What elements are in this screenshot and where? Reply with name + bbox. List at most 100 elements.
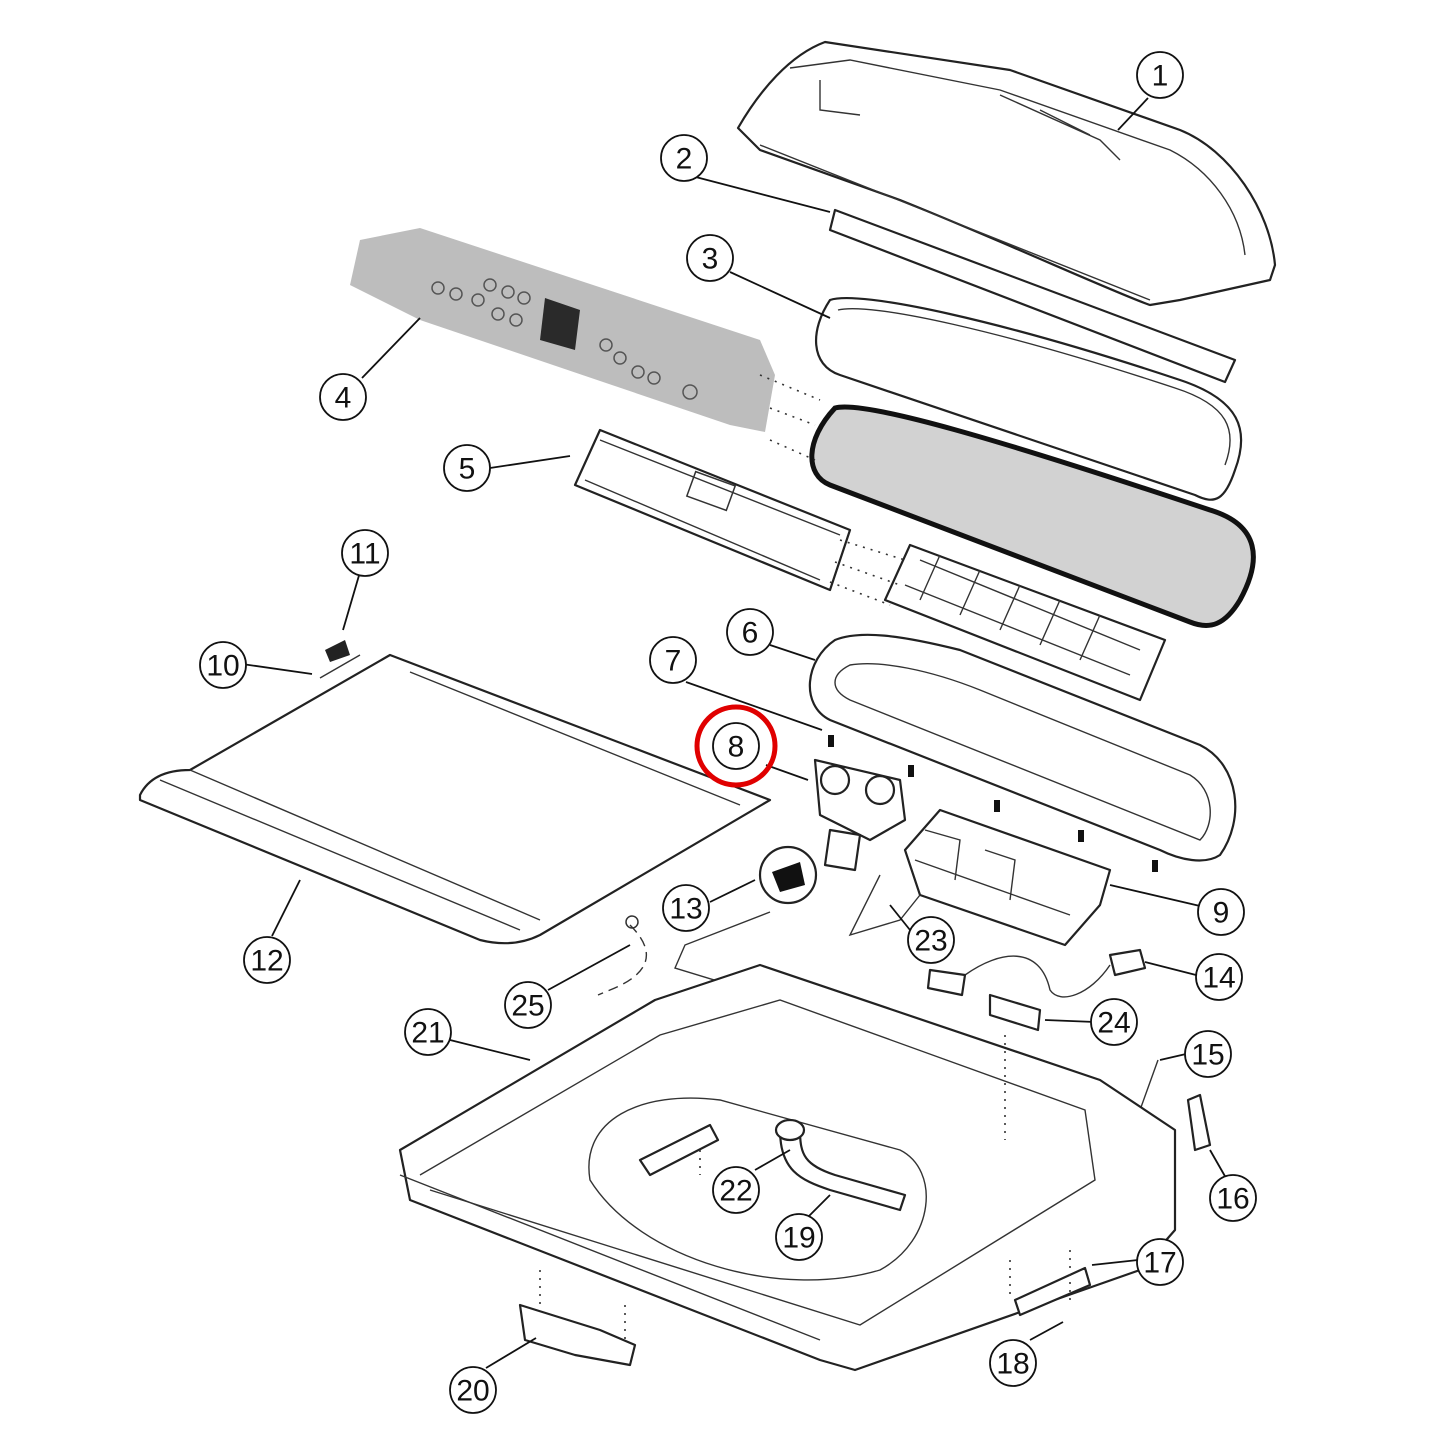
callout-circle bbox=[1136, 51, 1184, 99]
callout-number: 22 bbox=[719, 1175, 752, 1208]
callout-number: 24 bbox=[1097, 1007, 1130, 1040]
callout-circle bbox=[1209, 1174, 1257, 1222]
callout-number: 19 bbox=[782, 1222, 815, 1255]
part-hinge bbox=[319, 640, 361, 679]
callout-4: 4 bbox=[319, 373, 367, 421]
callout-circle bbox=[660, 134, 708, 182]
callout-9: 9 bbox=[1197, 888, 1245, 936]
callout-circle bbox=[341, 529, 389, 577]
callout-number: 7 bbox=[665, 645, 682, 678]
callout-10: 10 bbox=[199, 641, 247, 689]
callout-11: 11 bbox=[341, 529, 389, 577]
callout-number: 11 bbox=[349, 538, 380, 571]
callout-number: 3 bbox=[702, 243, 719, 276]
callout-circle bbox=[243, 936, 291, 984]
callout-18: 18 bbox=[989, 1339, 1037, 1387]
part-power-cord bbox=[926, 948, 1147, 998]
callout-8: 8 bbox=[712, 722, 760, 770]
alignment-lines bbox=[539, 374, 1071, 1345]
callout-5: 5 bbox=[443, 444, 491, 492]
callout-number: 23 bbox=[914, 925, 947, 958]
callout-number: 15 bbox=[1191, 1039, 1224, 1072]
highlight-ring bbox=[694, 704, 778, 788]
callout-circle bbox=[1195, 953, 1243, 1001]
callout-number: 17 bbox=[1143, 1247, 1176, 1280]
callout-circle bbox=[775, 1213, 823, 1261]
callout-14: 14 bbox=[1195, 953, 1243, 1001]
callout-15: 15 bbox=[1184, 1030, 1232, 1078]
callout-number: 25 bbox=[511, 990, 544, 1023]
leader-lines bbox=[241, 97, 1227, 1369]
callout-24: 24 bbox=[1090, 998, 1138, 1046]
callout-circle bbox=[907, 916, 955, 964]
part-screws bbox=[828, 735, 1158, 872]
callout-circle bbox=[1184, 1030, 1232, 1078]
callout-6: 6 bbox=[726, 608, 774, 656]
part-lid-lock bbox=[518, 1303, 637, 1367]
callout-circle bbox=[443, 444, 491, 492]
part-window-frame bbox=[814, 297, 1243, 501]
callout-number: 9 bbox=[1213, 897, 1230, 930]
callout-25: 25 bbox=[504, 981, 552, 1029]
callout-circle bbox=[712, 722, 760, 770]
callout-number: 21 bbox=[411, 1017, 444, 1050]
part-console-housing bbox=[736, 40, 1277, 307]
callout-number: 4 bbox=[335, 382, 352, 415]
part-wire-clip bbox=[758, 845, 818, 905]
callout-7: 7 bbox=[649, 636, 697, 684]
callout-number: 6 bbox=[742, 617, 759, 650]
callout-12: 12 bbox=[243, 936, 291, 984]
callout-22: 22 bbox=[712, 1166, 760, 1214]
callout-circle bbox=[199, 641, 247, 689]
callout-19: 19 bbox=[775, 1213, 823, 1261]
part-top-cover bbox=[398, 963, 1177, 1372]
callout-circle bbox=[1090, 998, 1138, 1046]
callout-circle bbox=[319, 373, 367, 421]
callout-number: 2 bbox=[676, 143, 693, 176]
part-glass-panel bbox=[809, 404, 1256, 628]
callouts: 1234567891011121314151617181920212223242… bbox=[199, 51, 1257, 1414]
callout-circle bbox=[1197, 888, 1245, 936]
part-hinge-bracket bbox=[638, 1123, 720, 1177]
part-control-board bbox=[573, 428, 852, 592]
callout-circle bbox=[504, 981, 552, 1029]
callout-13: 13 bbox=[662, 884, 710, 932]
part-hinge-right bbox=[1013, 1266, 1092, 1317]
callout-20: 20 bbox=[449, 1366, 497, 1414]
callout-circle bbox=[686, 234, 734, 282]
part-main-control-assembly bbox=[903, 808, 1112, 947]
callout-17: 17 bbox=[1136, 1238, 1184, 1286]
callout-circle bbox=[726, 608, 774, 656]
part-rod bbox=[674, 911, 1159, 1111]
callout-circle bbox=[712, 1166, 760, 1214]
callout-23: 23 bbox=[907, 916, 955, 964]
part-switch bbox=[988, 993, 1042, 1032]
part-water-valve bbox=[813, 758, 907, 872]
callout-number: 1 bbox=[1152, 60, 1169, 93]
callout-number: 18 bbox=[996, 1348, 1029, 1381]
callout-16: 16 bbox=[1209, 1174, 1257, 1222]
callout-circle bbox=[1136, 1238, 1184, 1286]
callout-21: 21 bbox=[404, 1008, 452, 1056]
callout-circle bbox=[649, 636, 697, 684]
callout-circle bbox=[449, 1366, 497, 1414]
callout-circle bbox=[662, 884, 710, 932]
part-clip-right bbox=[1186, 1093, 1212, 1152]
part-drain-hose bbox=[774, 1118, 907, 1212]
part-lid bbox=[138, 653, 772, 945]
callout-number: 13 bbox=[669, 893, 702, 926]
part-console-overlay bbox=[350, 228, 775, 432]
callout-number: 20 bbox=[456, 1375, 489, 1408]
callout-1: 1 bbox=[1136, 51, 1184, 99]
callout-number: 5 bbox=[459, 453, 476, 486]
part-lattice-bracket bbox=[883, 543, 1167, 702]
callout-circle bbox=[989, 1339, 1037, 1387]
callout-number: 10 bbox=[206, 650, 239, 683]
callout-2: 2 bbox=[660, 134, 708, 182]
callout-number: 16 bbox=[1216, 1183, 1249, 1216]
callout-number: 8 bbox=[728, 731, 745, 764]
part-bracket bbox=[848, 874, 921, 937]
callout-circle bbox=[404, 1008, 452, 1056]
part-console-base-frame bbox=[808, 633, 1237, 862]
